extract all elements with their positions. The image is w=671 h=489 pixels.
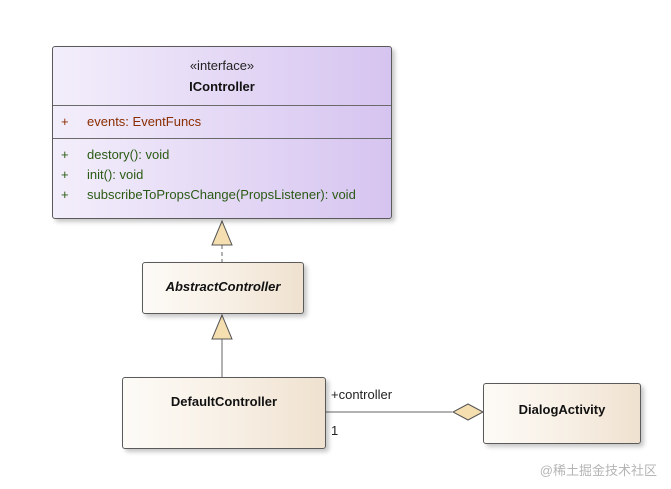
association-role-label: +controller: [331, 387, 393, 402]
class-name: AbstractController: [165, 279, 281, 294]
compartment-divider: [53, 138, 391, 139]
operation-row: + subscribeToPropsChange(PropsListener):…: [61, 187, 381, 203]
visibility-marker: +: [61, 187, 69, 202]
operation-row: + destory(): void: [61, 147, 381, 163]
operation-text: destory(): void: [87, 147, 170, 162]
class-dialog-activity[interactable]: DialogActivity: [483, 383, 641, 444]
watermark-text: @稀土掘金技术社区: [539, 463, 657, 478]
attribute-row: + events: EventFuncs: [61, 114, 381, 130]
class-name: DefaultController: [170, 394, 278, 409]
realization-arrowhead: [211, 219, 233, 246]
compartment-divider: [53, 105, 391, 106]
interface-name: IController: [189, 79, 255, 94]
visibility-marker: +: [61, 147, 69, 162]
class-abstract-controller[interactable]: AbstractController: [142, 262, 304, 314]
aggregation-diamond: [451, 403, 485, 421]
association-multiplicity-label: 1: [331, 423, 339, 438]
operation-text: init(): void: [87, 167, 144, 182]
operation-row: + init(): void: [61, 167, 381, 183]
interface-icontroller[interactable]: «interface» IController + events: EventF…: [52, 46, 392, 219]
attribute-text: events: EventFuncs: [87, 114, 202, 129]
visibility-marker: +: [61, 114, 69, 129]
interface-stereotype: «interface»: [189, 58, 255, 73]
class-name: DialogActivity: [518, 402, 606, 417]
operation-text: subscribeToPropsChange(PropsListener): v…: [87, 187, 356, 202]
generalization-arrowhead: [211, 313, 233, 340]
class-default-controller[interactable]: DefaultController: [122, 377, 326, 449]
visibility-marker: +: [61, 167, 69, 182]
